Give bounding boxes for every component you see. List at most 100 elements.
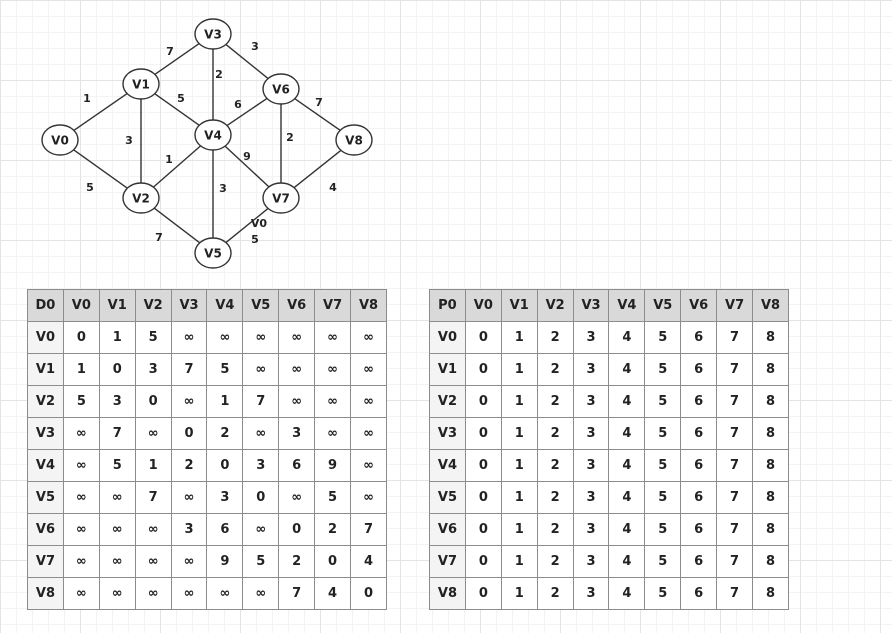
edge-v4-v7: [224, 145, 270, 188]
table-cell: 8: [752, 449, 789, 482]
table-cell: 7: [716, 577, 754, 610]
table-cell: 4: [608, 513, 646, 546]
table-cell: 7: [716, 449, 754, 482]
table-cell: 7: [98, 417, 136, 450]
edge-v6-v8: [294, 98, 341, 131]
table-cell: ∞: [98, 545, 136, 578]
edge-weight-label: 5: [86, 181, 94, 194]
node-label: V0: [51, 134, 69, 148]
table-cell: 6: [680, 385, 718, 418]
table-cell: 3: [572, 545, 610, 578]
table-cell: 1: [500, 353, 538, 386]
table-cell: 3: [572, 449, 610, 482]
node-v6: V6: [262, 73, 300, 105]
column-header: V4: [206, 289, 244, 322]
table-cell: 4: [608, 353, 646, 386]
table-cell: ∞: [278, 321, 316, 354]
table-cell: 3: [278, 417, 316, 450]
table-corner-label: P0: [429, 289, 466, 322]
table-cell: 7: [278, 577, 316, 610]
table-cell: 2: [536, 449, 574, 482]
table-cell: 3: [242, 449, 280, 482]
table-cell: 3: [98, 385, 136, 418]
table-cell: 3: [572, 481, 610, 514]
table-cell: 3: [206, 481, 244, 514]
table-cell: ∞: [170, 481, 208, 514]
table-cell: 5: [644, 449, 682, 482]
table-cell: 8: [752, 417, 789, 450]
table-cell: 0: [464, 321, 502, 354]
table-cell: 0: [278, 513, 316, 546]
table-cell: 1: [134, 449, 172, 482]
table-cell: 8: [752, 353, 789, 386]
table-cell: 0: [314, 545, 352, 578]
row-header: V8: [429, 577, 466, 610]
table-cell: ∞: [62, 513, 100, 546]
table-cell: 2: [536, 545, 574, 578]
table-cell: 0: [350, 577, 387, 610]
table-cell: 8: [752, 545, 789, 578]
table-cell: 0: [206, 449, 244, 482]
edge-weight-label: 1: [165, 153, 173, 166]
column-header: V0: [62, 289, 100, 322]
edge-weight-label: 1: [83, 92, 91, 105]
table-cell: ∞: [350, 385, 387, 418]
edge-weight-label: 9: [243, 150, 251, 163]
row-header: V0: [429, 321, 466, 354]
table-cell: ∞: [350, 353, 387, 386]
table-cell: 6: [680, 545, 718, 578]
row-header: V1: [27, 353, 64, 386]
table-cell: 3: [572, 417, 610, 450]
table-cell: 4: [608, 577, 646, 610]
table-cell: ∞: [134, 545, 172, 578]
table-cell: ∞: [314, 417, 352, 450]
table-cell: 2: [170, 449, 208, 482]
table-cell: 7: [134, 481, 172, 514]
table-cell: 8: [752, 513, 789, 546]
table-cell: ∞: [242, 513, 280, 546]
edge-v5-v7: [225, 207, 269, 244]
table-cell: 7: [716, 385, 754, 418]
edge-weight-label: 6: [234, 98, 242, 111]
column-header: V7: [314, 289, 352, 322]
table-cell: ∞: [98, 481, 136, 514]
edge-weight-label: 2: [215, 68, 223, 81]
table-cell: 2: [536, 513, 574, 546]
edge-weight-label: 7: [166, 45, 174, 58]
table-cell: 4: [314, 577, 352, 610]
table-cell: 0: [98, 353, 136, 386]
table-cell: 3: [572, 577, 610, 610]
table-cell: ∞: [350, 321, 387, 354]
table-cell: 1: [500, 545, 538, 578]
column-header: V7: [716, 289, 754, 322]
table-cell: ∞: [134, 577, 172, 610]
stray-label: V0: [251, 217, 268, 230]
column-header: V5: [242, 289, 280, 322]
table-cell: 5: [644, 321, 682, 354]
column-header: V8: [350, 289, 387, 322]
column-header: V8: [752, 289, 789, 322]
edge-v0-v1: [73, 93, 128, 131]
node-label: V5: [204, 247, 222, 261]
table-cell: 0: [464, 545, 502, 578]
edge-weight-label: 3: [251, 40, 259, 53]
table-cell: 5: [644, 385, 682, 418]
table-corner-label: D0: [27, 289, 64, 322]
table-cell: 0: [464, 481, 502, 514]
row-header: V5: [27, 481, 64, 514]
table-cell: ∞: [278, 481, 316, 514]
node-label: V2: [132, 192, 150, 206]
table-cell: 3: [572, 385, 610, 418]
table-cell: 1: [500, 321, 538, 354]
table-cell: 7: [716, 353, 754, 386]
table-cell: ∞: [242, 577, 280, 610]
node-v5: V5: [194, 237, 232, 269]
column-header: V4: [608, 289, 646, 322]
table-cell: ∞: [98, 577, 136, 610]
